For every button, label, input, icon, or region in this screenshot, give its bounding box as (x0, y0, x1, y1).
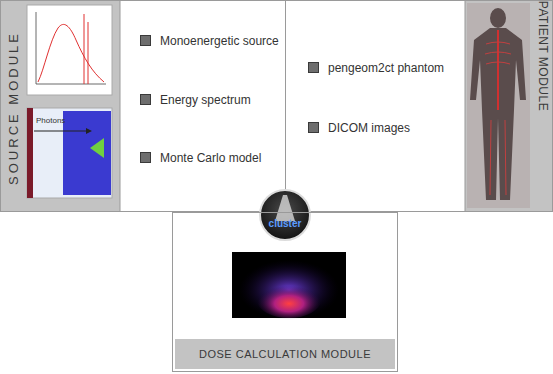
module-box: DOSE CALCULATION MODULE (172, 212, 398, 372)
module-title: PATIENT MODULE (536, 1, 550, 111)
figure-label: Photons (36, 115, 65, 127)
list-bullet (308, 62, 319, 73)
patient-panel-fill (465, 1, 553, 212)
photon-model (27, 108, 112, 198)
module-panel: SOURCE MODULE (0, 0, 120, 212)
list-item: Energy spectrum (160, 92, 251, 108)
module-panel: PATIENT MODULE (465, 0, 553, 212)
node-label: cluster (269, 218, 302, 230)
divider (285, 0, 286, 212)
module-title: SOURCE MODULE (7, 31, 21, 185)
beam-icon (261, 191, 309, 239)
list-item: pengeom2ct phantom (328, 60, 444, 76)
source-panel-fill (1, 1, 121, 212)
module-title: DOSE CALCULATION MODULE (175, 339, 395, 369)
dose-map (232, 252, 346, 320)
cluster-circle: cluster (259, 189, 311, 241)
list-bullet (140, 35, 151, 46)
list-item: DICOM images (328, 120, 410, 136)
list-bullet (308, 122, 319, 133)
spectrum-plot (27, 5, 112, 95)
list-bullet (140, 152, 151, 163)
list-item: Monte Carlo model (160, 150, 261, 166)
top-band (1, 1, 553, 212)
list-item: Monoenergetic source (160, 33, 279, 49)
list-bullet (140, 94, 151, 105)
body-phantom (467, 3, 530, 208)
